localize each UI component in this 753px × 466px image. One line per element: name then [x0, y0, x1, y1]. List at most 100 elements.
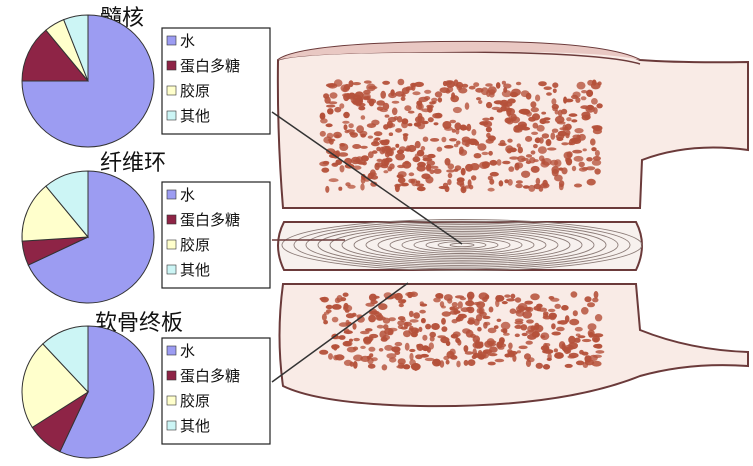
legend-swatch-water	[166, 345, 177, 356]
bone-dot	[473, 82, 480, 87]
bone-dot	[591, 98, 598, 105]
bone-dot	[425, 323, 432, 330]
bone-dot	[408, 172, 415, 177]
panel-cartilage-endplate: 软骨终板 水 蛋白多糖 胶原 其他	[21, 311, 271, 459]
bone-dot	[451, 319, 458, 324]
bone-dot	[581, 307, 589, 315]
bone-dot	[467, 359, 476, 366]
bone-dot	[321, 167, 330, 173]
bone-dot	[459, 124, 467, 131]
bone-dot	[447, 179, 452, 186]
bone-dot	[331, 304, 342, 310]
bone-dot	[488, 150, 493, 156]
bone-dot	[501, 90, 512, 98]
bone-dot	[506, 148, 512, 154]
bone-dot	[550, 297, 560, 302]
bone-dot	[343, 304, 353, 312]
bone-dot	[437, 97, 443, 103]
bone-dot	[514, 162, 520, 171]
bone-dot	[473, 301, 481, 306]
bone-dot	[376, 324, 384, 329]
bone-dot	[422, 157, 433, 162]
bone-dot	[356, 316, 365, 323]
bone-dot	[365, 328, 373, 332]
bone-dot	[451, 302, 458, 307]
bone-dot	[573, 155, 584, 162]
bone-dot	[405, 292, 415, 297]
bone-dot	[436, 146, 443, 152]
bone-dot	[542, 342, 548, 351]
bone-dot	[450, 95, 460, 103]
bone-dot	[325, 123, 333, 128]
bone-dot	[342, 340, 352, 347]
annulus-fibrosus-rings	[281, 219, 643, 271]
bone-dot	[586, 89, 594, 98]
bone-dot	[550, 132, 556, 140]
bone-dot	[323, 320, 328, 325]
bone-dot	[533, 183, 542, 190]
bone-dot	[510, 293, 516, 299]
bone-dot	[394, 184, 400, 193]
bone-dot	[403, 330, 411, 338]
bone-dot	[502, 160, 511, 165]
bone-dot	[482, 349, 493, 354]
bone-dot	[456, 180, 465, 186]
bone-dot	[319, 112, 326, 120]
bone-dot	[491, 106, 501, 111]
bone-dot	[535, 362, 543, 369]
bone-dot	[531, 131, 539, 135]
bone-dot	[398, 299, 406, 304]
bone-dot	[581, 114, 590, 121]
bone-dot	[530, 150, 536, 155]
bone-dot	[424, 357, 435, 362]
legend-swatch-collagen	[166, 395, 177, 406]
legend-label-collagen: 胶原	[180, 82, 210, 100]
bone-dot	[433, 122, 439, 126]
bone-dot	[554, 174, 563, 182]
bone-dot	[495, 82, 501, 89]
bone-dot	[596, 103, 603, 109]
bone-dot	[578, 161, 585, 168]
bone-dot	[487, 361, 496, 366]
bone-dot	[398, 303, 404, 308]
bone-dot	[409, 352, 414, 361]
bone-dot	[413, 363, 418, 371]
bone-dot	[563, 151, 572, 160]
bone-dot	[576, 134, 581, 142]
bone-dot	[360, 330, 370, 335]
bone-dot	[391, 107, 398, 116]
bone-dot	[384, 114, 390, 118]
bone-dot	[489, 171, 499, 177]
bone-dot	[482, 120, 493, 128]
bone-dot	[463, 359, 469, 366]
bone-dot	[408, 310, 414, 318]
bone-dot	[525, 135, 533, 142]
bone-dot	[397, 177, 406, 184]
bone-dot	[517, 146, 523, 154]
disc-ring	[305, 222, 619, 268]
bone-dot	[501, 80, 506, 85]
bone-dot	[591, 125, 601, 130]
bone-dot	[477, 326, 482, 332]
bone-dot	[541, 133, 550, 139]
bone-dot	[371, 119, 380, 126]
bone-dot	[421, 173, 431, 180]
legend-swatch-water	[166, 189, 177, 200]
bone-dot	[352, 82, 361, 86]
bone-dot	[380, 139, 390, 146]
bone-dot	[533, 144, 538, 149]
bone-dot	[586, 157, 593, 162]
bone-dot	[595, 350, 605, 354]
bone-dot	[342, 120, 350, 124]
bone-dot	[353, 337, 360, 342]
bone-dot	[328, 178, 339, 183]
bone-dot	[543, 120, 550, 124]
bone-dot	[556, 137, 564, 141]
bone-dot	[512, 354, 517, 362]
bone-dot	[363, 80, 372, 84]
bone-dot	[461, 139, 470, 146]
bone-dot	[571, 119, 578, 123]
bone-dot	[444, 145, 454, 149]
bone-dot	[404, 105, 412, 112]
spine-illustration	[271, 40, 749, 408]
